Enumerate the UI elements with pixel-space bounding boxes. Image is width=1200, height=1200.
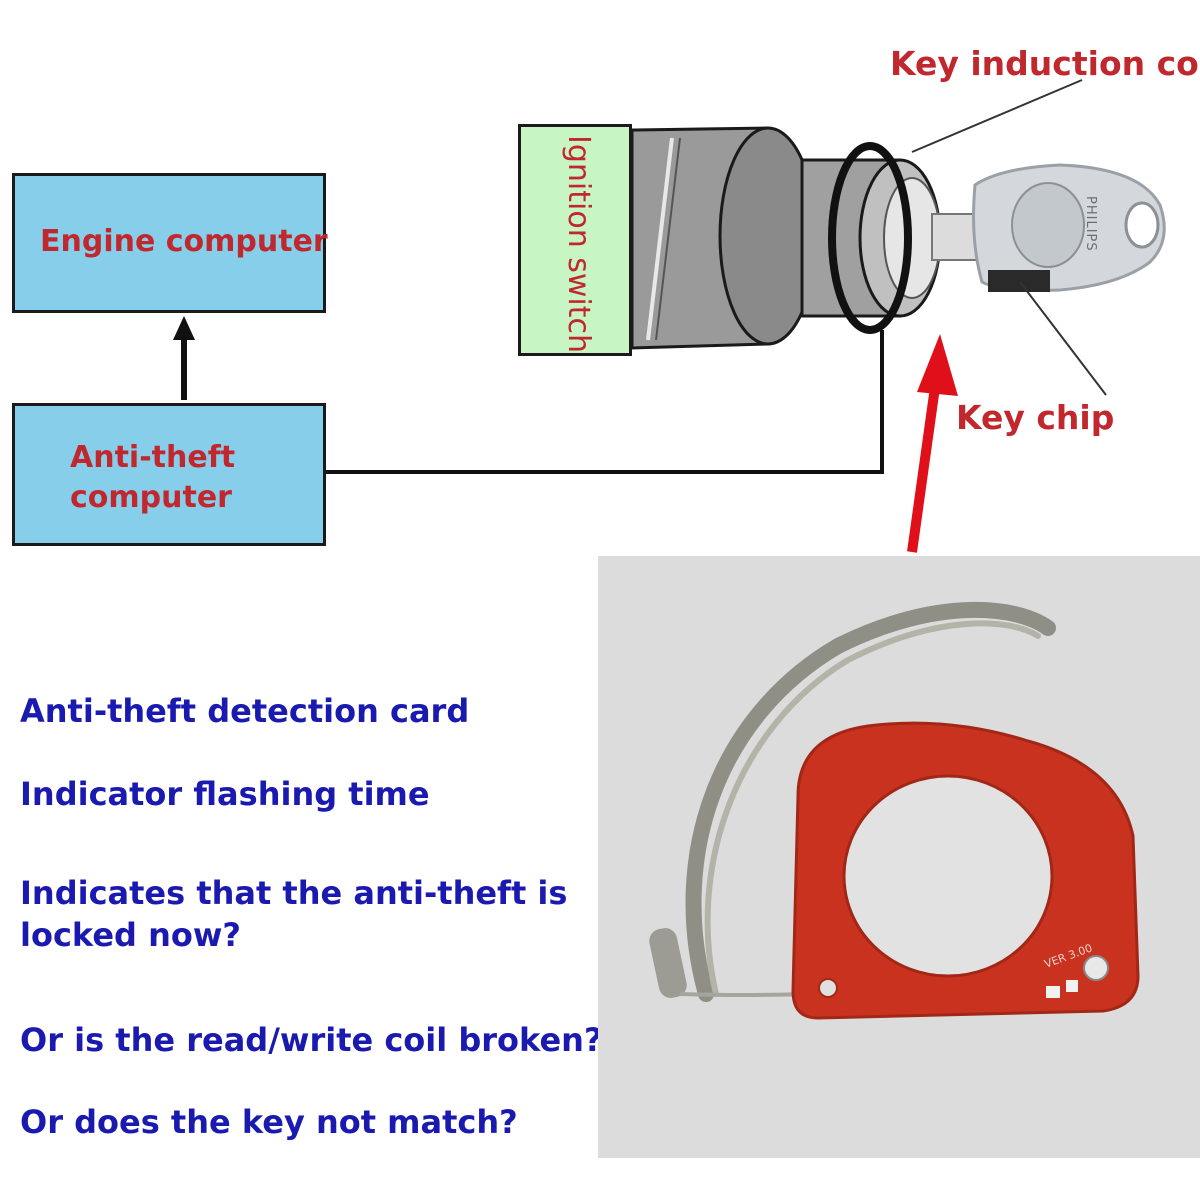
arrow-up-head <box>173 316 195 340</box>
key-transponder-disc <box>1011 182 1085 268</box>
engine-computer-label: Engine computer <box>40 224 328 259</box>
card-lanyard-hole <box>818 978 838 998</box>
detection-card-photo: VER 3.00 <box>598 556 1200 1158</box>
key-chip-label: Key chip <box>956 398 1115 437</box>
engine-computer-box <box>12 173 326 313</box>
lanyard-cord <box>679 992 804 997</box>
key-chip-block <box>988 270 1050 292</box>
coil-wire <box>326 330 884 474</box>
lanyard-strap <box>685 602 1056 1002</box>
question-locked: Indicates that the anti-theft is locked … <box>20 874 568 954</box>
anti-theft-computer-box <box>12 403 326 546</box>
coil-leader-line <box>911 79 1083 153</box>
cylinder-seam-shadow <box>655 137 681 341</box>
lanyard-strap-highlight <box>704 620 1041 997</box>
key-imprint-text: PHILIPS <box>1083 196 1098 252</box>
anti-theft-computer-label: Anti-theft computer <box>70 440 236 515</box>
card-contact-2 <box>1066 980 1078 992</box>
detection-card-illustration: VER 3.00 <box>649 602 1140 1020</box>
question-key-match: Or does the key not match? <box>20 1103 518 1141</box>
cylinder-seam <box>646 137 674 341</box>
ignition-switch-box <box>518 124 632 356</box>
lanyard-slider <box>649 928 687 998</box>
card-indicator-led <box>1083 955 1109 981</box>
question-detection-card: Anti-theft detection card <box>20 692 470 730</box>
card-contact-1 <box>1046 986 1060 998</box>
red-arrow-head <box>917 334 958 396</box>
key-induction-coil-label: Key induction coil <box>890 44 1200 83</box>
chip-leader-line <box>1019 281 1107 396</box>
question-coil-broken: Or is the read/write coil broken? <box>20 1021 603 1059</box>
ignition-switch-label: Ignition switch <box>561 135 596 354</box>
induction-coil-ring <box>828 142 912 334</box>
key-ring-hole <box>1124 201 1160 249</box>
question-flashing-time: Indicator flashing time <box>20 775 430 813</box>
red-arrow-shaft <box>907 379 941 553</box>
card-center-hole <box>842 774 1054 978</box>
key-blade <box>931 213 979 261</box>
